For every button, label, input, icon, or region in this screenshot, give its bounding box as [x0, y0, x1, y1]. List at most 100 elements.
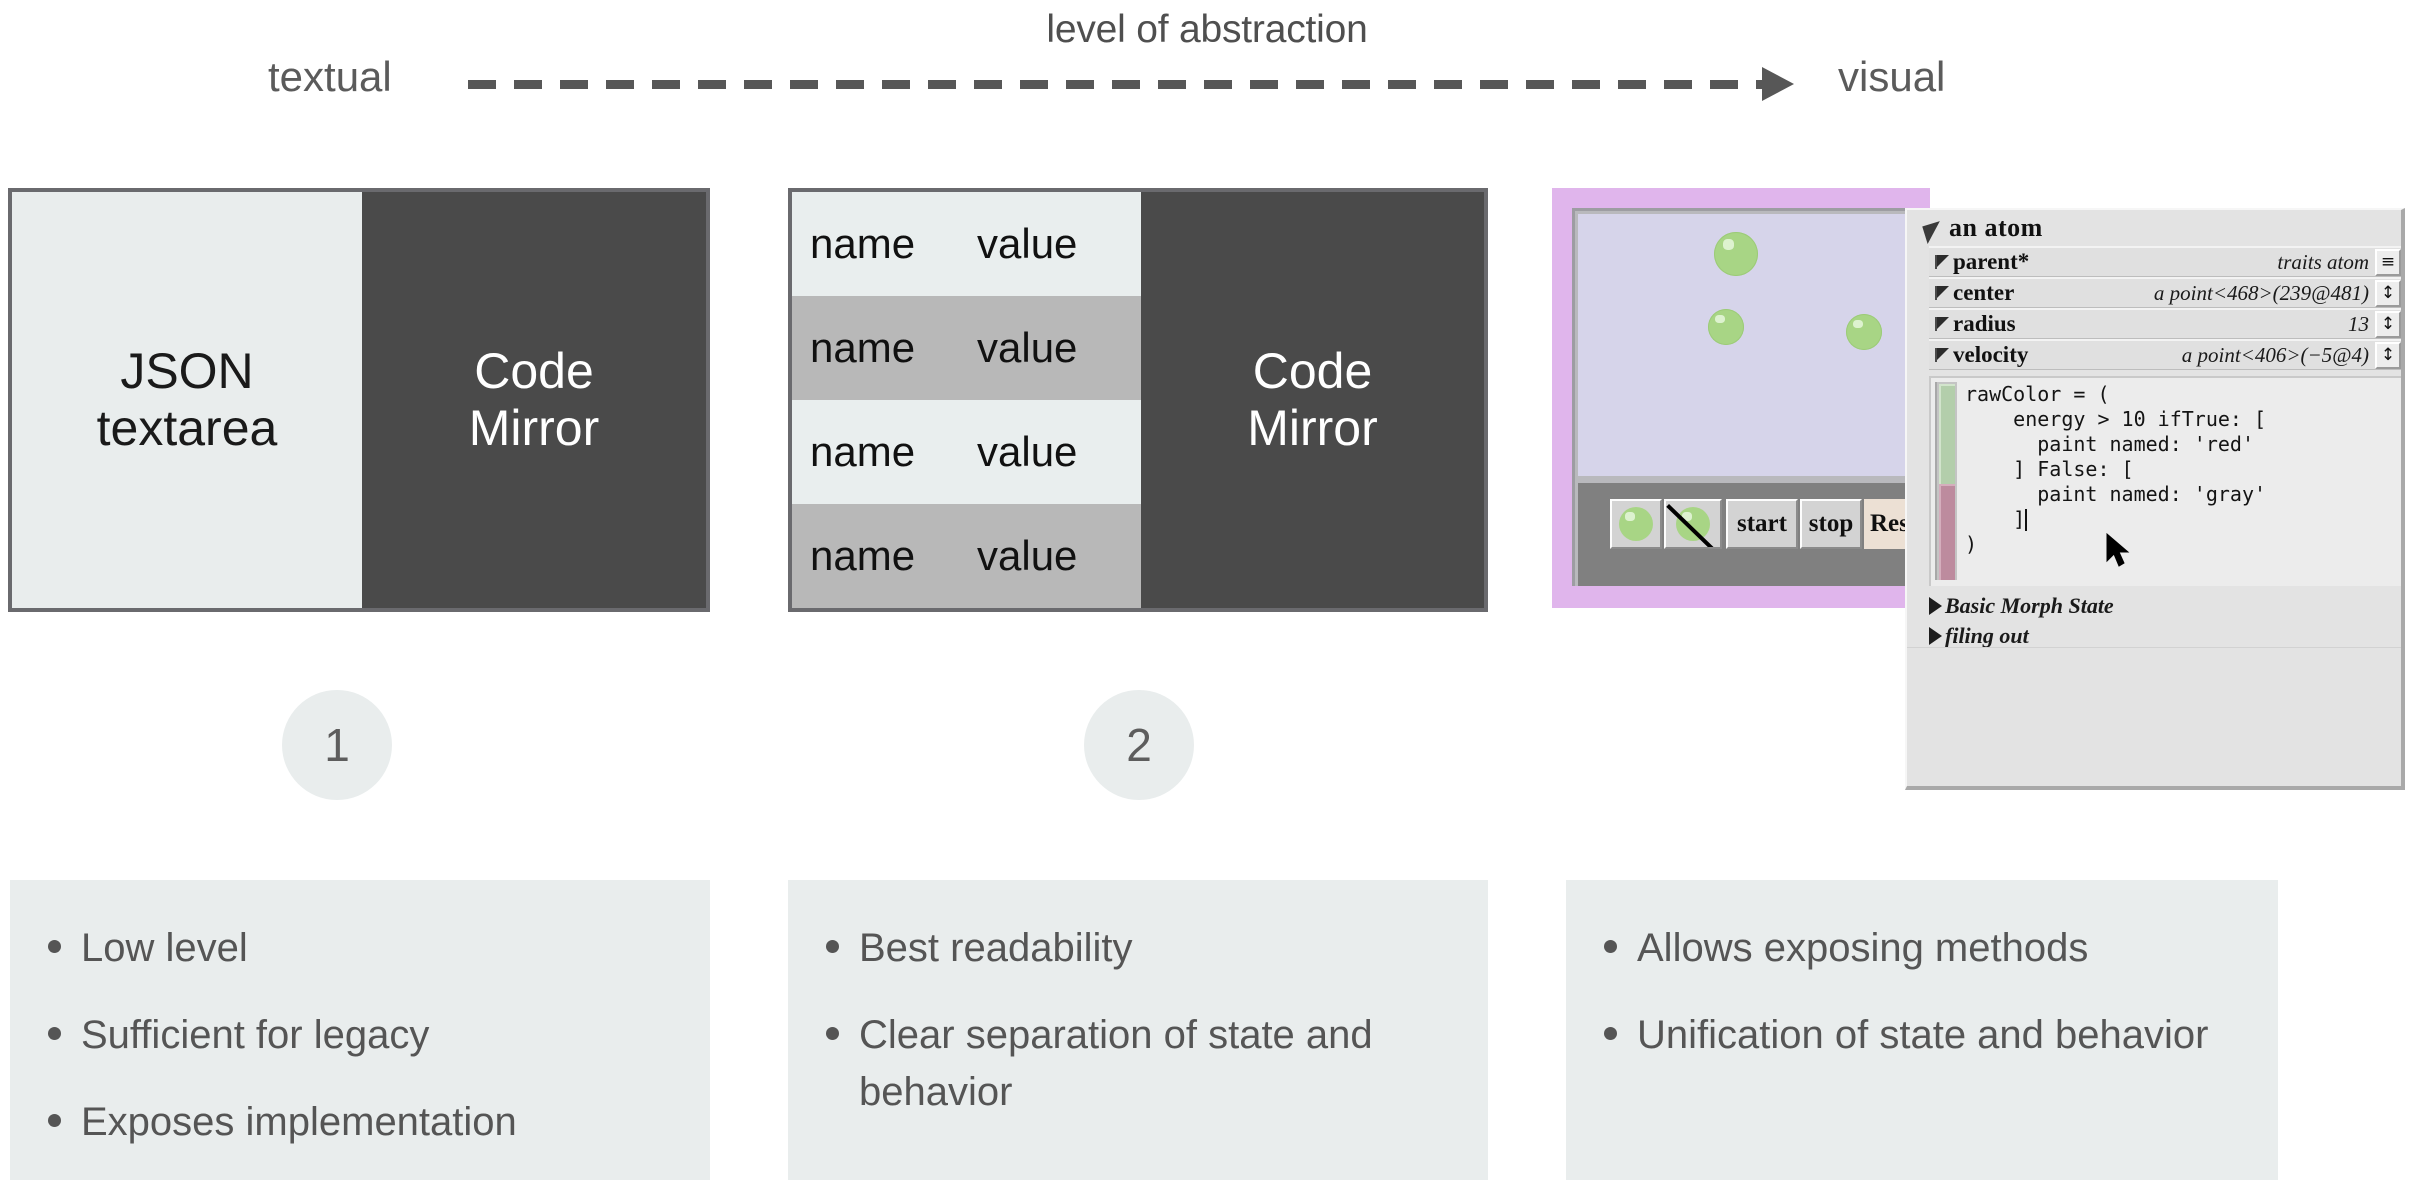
- atom-morph[interactable]: [1708, 309, 1744, 345]
- panel2-namevalue-table: name value name value name value name va…: [792, 192, 1141, 608]
- list-item-label: Unification of state and behavior: [1637, 1012, 2209, 1057]
- property-row-radius[interactable]: radius 13 ↕: [1929, 308, 2401, 339]
- inspector-bottom-area: [1907, 647, 2401, 786]
- inspector-code-editor[interactable]: rawColor = ( energy > 10 ifTrue: [ paint…: [1929, 376, 2401, 586]
- mouse-pointer-icon: [2106, 533, 2130, 567]
- table-row[interactable]: name value: [792, 192, 1141, 296]
- panel1-left-line2: textarea: [96, 400, 278, 456]
- panel1-codemirror-region[interactable]: Code Mirror: [362, 192, 706, 608]
- axis-left-label: textual: [268, 53, 392, 100]
- tree-row-label: filing out: [1945, 623, 2029, 648]
- pin-icon[interactable]: [1935, 348, 1951, 362]
- inspector-titlebar[interactable]: an atom: [1907, 210, 2401, 246]
- panel2-right-line2: Mirror: [1247, 400, 1378, 456]
- chevron-right-icon[interactable]: [1929, 597, 1942, 615]
- code-scrollbar[interactable]: [1935, 382, 1957, 580]
- atom-morph[interactable]: [1714, 232, 1758, 276]
- window-menu-icon[interactable]: [1916, 214, 1940, 244]
- bullet-icon: [48, 1113, 61, 1127]
- menu-control-icon[interactable]: ≡: [2375, 248, 2401, 276]
- row-value: value: [977, 428, 1078, 475]
- property-row-center[interactable]: center a point<468>(239@481) ↕: [1929, 277, 2401, 308]
- scrollbar-thumb-bottom[interactable]: [1939, 484, 1955, 580]
- bullet-icon: [1604, 1026, 1617, 1040]
- morph-inner-frame: start stop Resi: [1572, 208, 1956, 586]
- panel2-codemirror-region[interactable]: Code Mirror: [1140, 192, 1484, 608]
- pin-icon[interactable]: [1935, 286, 1951, 300]
- stepper-control-icon[interactable]: ↕: [2375, 279, 2401, 307]
- step-badge-2: 2: [1084, 690, 1194, 800]
- row-name: name: [810, 324, 916, 371]
- start-button[interactable]: start: [1726, 499, 1798, 549]
- list-item: Unification of state and behavior: [1604, 1007, 2248, 1064]
- property-name: parent*: [1953, 249, 2030, 274]
- tree-row-basic-morph-state[interactable]: Basic Morph State: [1929, 592, 2114, 620]
- property-row-velocity[interactable]: velocity a point<406>(−5@4) ↕: [1929, 339, 2401, 370]
- row-value: value: [977, 532, 1078, 579]
- stepper-control-icon[interactable]: ↕: [2375, 341, 2401, 369]
- axis-right-label: visual: [1838, 53, 1946, 100]
- pin-icon[interactable]: [1935, 317, 1951, 331]
- panel1-left-line1: JSON: [120, 343, 254, 399]
- panel2-right-line1: Code: [1252, 343, 1373, 399]
- pros-cons-column-3: Allows exposing methods Unification of s…: [1566, 880, 2278, 1180]
- list-item: Clear separation of state and behavior: [826, 1007, 1458, 1121]
- scrollbar-thumb-top[interactable]: [1939, 384, 1955, 484]
- inspector-property-list: parent* traits atom ≡ center a point<468…: [1929, 246, 2401, 370]
- property-name: radius: [1953, 311, 2016, 336]
- morph-toolbar: start stop Resi: [1578, 483, 1956, 586]
- bullet-icon: [48, 940, 61, 953]
- code-text[interactable]: rawColor = ( energy > 10 ifTrue: [ paint…: [1965, 382, 2267, 556]
- row-value: value: [977, 324, 1078, 371]
- property-value: 13: [2348, 311, 2369, 336]
- list-item: Sufficient for legacy: [48, 1007, 680, 1064]
- pros-cons-column-1: Low level Sufficient for legacy Exposes …: [10, 880, 710, 1180]
- inspector-title: an atom: [1949, 213, 2043, 242]
- axis-dashed-line: [468, 80, 1788, 89]
- table-row[interactable]: name value: [792, 400, 1141, 504]
- tree-row-filing-out[interactable]: filing out: [1929, 622, 2029, 650]
- list-item: Low level: [48, 920, 680, 977]
- list-item: Exposes implementation: [48, 1094, 680, 1151]
- property-value: a point<406>(−5@4): [2181, 342, 2369, 367]
- morph-canvas[interactable]: [1578, 214, 1924, 476]
- list-item-label: Sufficient for legacy: [81, 1012, 430, 1057]
- pin-icon[interactable]: [1935, 255, 1951, 269]
- panel1-json-textarea-region[interactable]: JSON textarea: [12, 192, 362, 608]
- property-name: center: [1953, 280, 2015, 305]
- property-value: a point<468>(239@481): [2153, 280, 2369, 305]
- tree-row-label: Basic Morph State: [1945, 593, 2114, 618]
- chevron-right-icon[interactable]: [1929, 627, 1942, 645]
- table-row[interactable]: name value: [792, 296, 1141, 400]
- row-name: name: [810, 428, 916, 475]
- list-item-label: Best readability: [859, 926, 1133, 970]
- panel1-right-line2: Mirror: [468, 400, 600, 456]
- panel-json-textarea-codemirror: JSON textarea Code Mirror: [8, 188, 710, 612]
- row-name: name: [810, 220, 916, 267]
- atom-icon: [1676, 507, 1710, 541]
- stepper-control-icon[interactable]: ↕: [2375, 310, 2401, 338]
- list-item-label: Clear separation of state and behavior: [859, 1012, 1373, 1114]
- axis-arrow-icon: [1762, 67, 1794, 101]
- add-atom-button[interactable]: [1610, 499, 1662, 549]
- list-item: Allows exposing methods: [1604, 920, 2248, 977]
- pros-cons-column-2: Best readability Clear separation of sta…: [788, 880, 1488, 1180]
- object-inspector-window[interactable]: an atom parent* traits atom ≡ center a p…: [1905, 208, 2405, 790]
- stop-button[interactable]: stop: [1800, 499, 1862, 549]
- table-row[interactable]: name value: [792, 504, 1141, 608]
- row-name: name: [810, 532, 916, 579]
- property-name: velocity: [1953, 342, 2029, 367]
- bullet-icon: [48, 1026, 61, 1040]
- squeak-morph-world[interactable]: start stop Resi: [1552, 188, 1956, 608]
- list-item-label: Exposes implementation: [81, 1099, 517, 1144]
- remove-atom-button[interactable]: [1664, 499, 1722, 549]
- abstraction-axis-header: level of abstraction textual visual: [0, 0, 2414, 140]
- atom-icon: [1619, 507, 1653, 541]
- bullet-icon: [826, 940, 839, 953]
- panel-namevalue-codemirror: name value name value name value name va…: [788, 188, 1488, 612]
- property-row-parent[interactable]: parent* traits atom ≡: [1929, 246, 2401, 277]
- list-item-label: Low level: [81, 926, 248, 970]
- atom-morph[interactable]: [1846, 314, 1882, 350]
- list-item-label: Allows exposing methods: [1637, 926, 2089, 970]
- axis-caption: level of abstraction: [1046, 8, 1368, 51]
